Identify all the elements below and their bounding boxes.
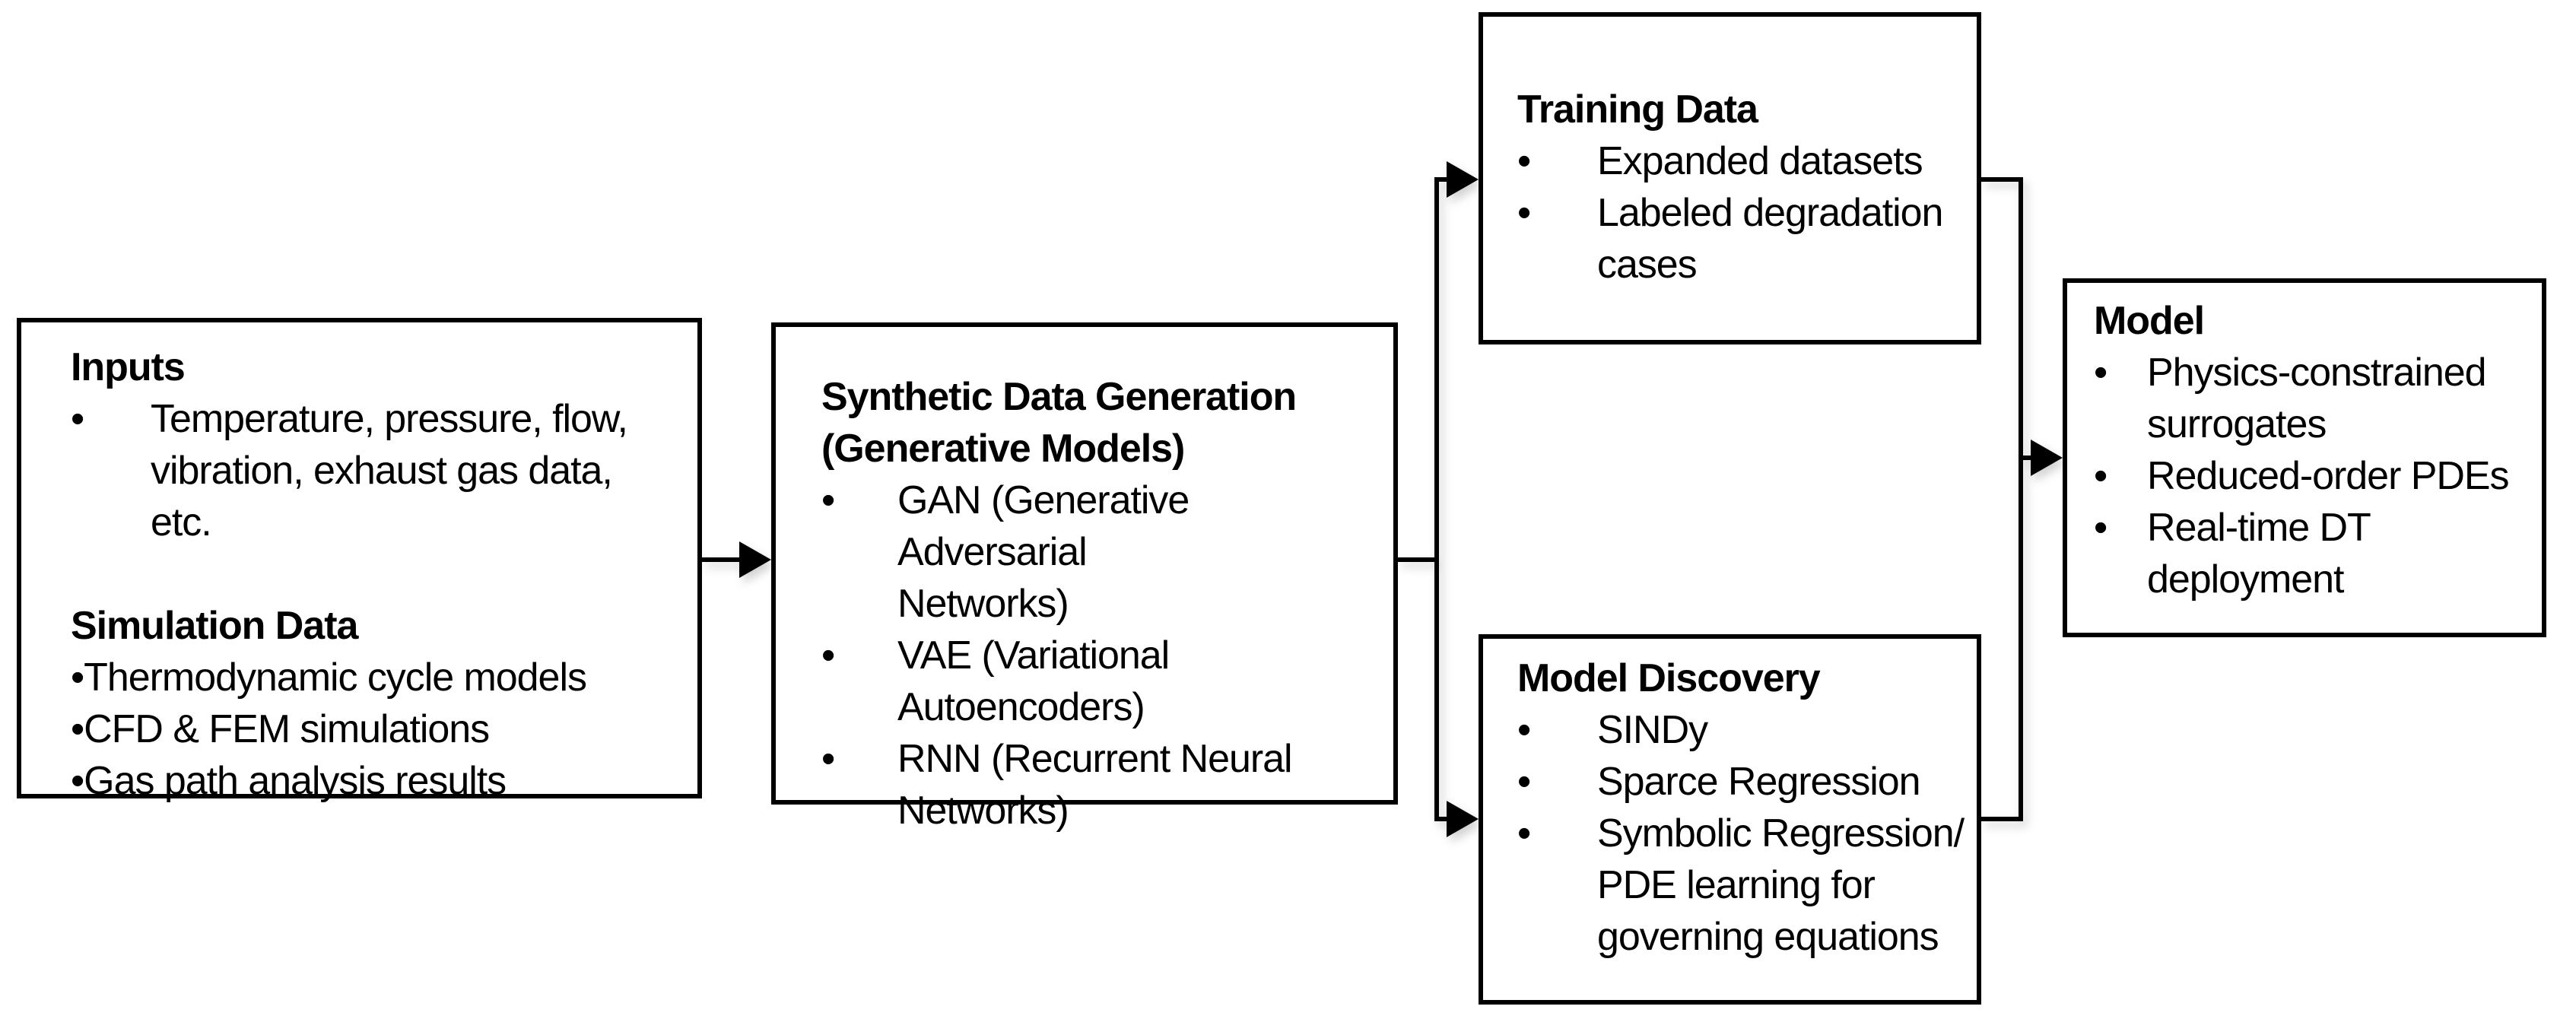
training-data-title: Training Data bbox=[1517, 87, 1758, 132]
simulation-data-title: Simulation Data bbox=[71, 604, 358, 648]
list-item: Temperature, pressure, flow, vibration, … bbox=[71, 393, 682, 548]
arrowhead-right-icon bbox=[739, 541, 771, 578]
list-item: Thermodynamic cycle models bbox=[71, 652, 682, 703]
synthetic-data-generation-box: Synthetic Data Generation (Generative Mo… bbox=[771, 322, 1398, 833]
list-item-text: GAN (Generative Adversarial Networks) bbox=[897, 478, 1190, 626]
simulation-data-section: Simulation Data Thermodynamic cycle mode… bbox=[71, 600, 682, 807]
model-title: Model bbox=[2094, 299, 2205, 343]
list-item-text: VAE (Variational Autoencoders) bbox=[897, 633, 1170, 729]
list-item-text: CFD & FEM simulations bbox=[84, 707, 490, 751]
list-item-text: Temperature, pressure, flow, vibration, … bbox=[151, 397, 628, 544]
list-item: Sparce Regression bbox=[1517, 756, 1969, 808]
training-data-list: Expanded datasets Labeled degradation ca… bbox=[1517, 135, 1969, 290]
list-item-text: SINDy bbox=[1597, 708, 1708, 752]
connector-split-to-training-and-discovery bbox=[1398, 161, 1479, 837]
inputs-list: Temperature, pressure, flow, vibration, … bbox=[71, 393, 682, 548]
list-item-text: Real-time DT deployment bbox=[2147, 506, 2371, 602]
synthetic-data-generation-list: GAN (Generative Adversarial Networks) VA… bbox=[821, 475, 1386, 836]
list-item-text: Labeled degradation cases bbox=[1597, 191, 1943, 287]
connector-merge-to-model bbox=[1981, 177, 2063, 821]
list-item: VAE (Variational Autoencoders) bbox=[821, 630, 1386, 733]
list-item: Symbolic Regression/ PDE learning for go… bbox=[1517, 808, 1969, 963]
list-item-text: Expanded datasets bbox=[1597, 139, 1923, 183]
list-item: GAN (Generative Adversarial Networks) bbox=[821, 475, 1386, 630]
list-item: Gas path analysis results bbox=[71, 755, 682, 807]
list-item-text: Thermodynamic cycle models bbox=[84, 656, 587, 700]
model-discovery-title: Model Discovery bbox=[1517, 656, 1821, 700]
list-item: SINDy bbox=[1517, 704, 1969, 756]
arrowhead-right-icon bbox=[1447, 161, 1479, 198]
inputs-box: Inputs Temperature, pressure, flow, vibr… bbox=[17, 318, 702, 803]
list-item-text: RNN (Recurrent Neural Networks) bbox=[897, 737, 1293, 833]
list-item-text: Physics-constrained surrogates bbox=[2147, 351, 2487, 446]
inputs-section: Inputs Temperature, pressure, flow, vibr… bbox=[71, 341, 682, 548]
training-data-box: Training Data Expanded datasets Labeled … bbox=[1479, 12, 1981, 344]
list-item: Reduced-order PDEs bbox=[2094, 450, 2534, 502]
list-item: Labeled degradation cases bbox=[1517, 187, 1969, 290]
model-box: Model Physics-constrained surrogates Red… bbox=[2063, 278, 2546, 637]
list-item: Expanded datasets bbox=[1517, 135, 1969, 187]
list-item: Real-time DT deployment bbox=[2094, 502, 2534, 605]
list-item: Physics-constrained surrogates bbox=[2094, 347, 2534, 450]
model-list: Physics-constrained surrogates Reduced-o… bbox=[2094, 347, 2534, 605]
list-item-text: Gas path analysis results bbox=[84, 759, 507, 803]
synthetic-data-generation-title: Synthetic Data Generation (Generative Mo… bbox=[821, 375, 1297, 471]
list-item-text: Symbolic Regression/ PDE learning for go… bbox=[1597, 811, 1965, 959]
list-item-text: Reduced-order PDEs bbox=[2147, 454, 2510, 498]
simulation-data-list: Thermodynamic cycle models CFD & FEM sim… bbox=[71, 652, 682, 807]
arrowhead-right-icon bbox=[2031, 440, 2063, 476]
list-item: RNN (Recurrent Neural Networks) bbox=[821, 733, 1386, 836]
connector-inputs-to-synthetic bbox=[702, 541, 771, 578]
arrowhead-right-icon bbox=[1447, 801, 1479, 837]
list-item-text: Sparce Regression bbox=[1597, 760, 1921, 804]
model-discovery-list: SINDy Sparce Regression Symbolic Regress… bbox=[1517, 704, 1969, 963]
list-item: CFD & FEM simulations bbox=[71, 703, 682, 755]
model-discovery-box: Model Discovery SINDy Sparce Regression … bbox=[1479, 634, 1981, 1005]
inputs-title: Inputs bbox=[71, 345, 186, 389]
